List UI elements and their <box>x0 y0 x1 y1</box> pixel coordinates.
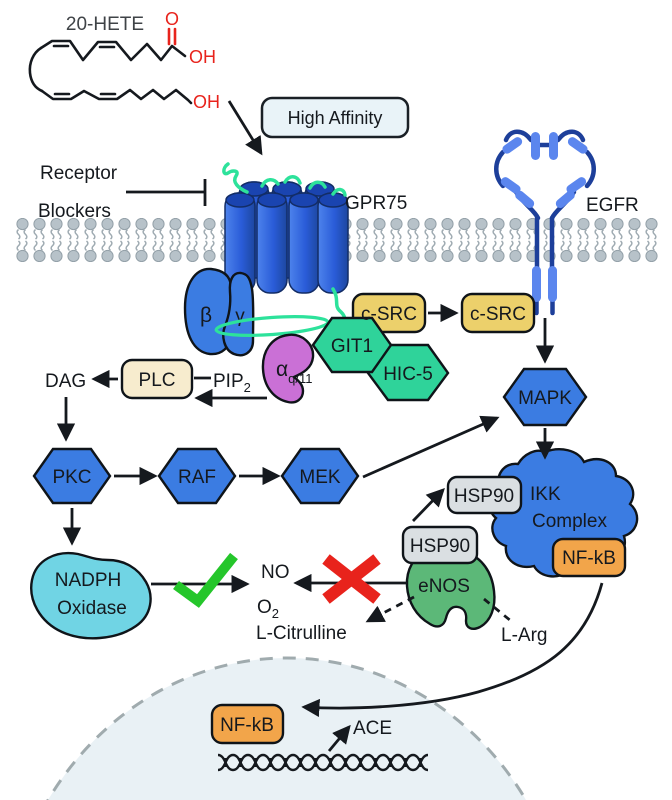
molecule-title: 20-HETE <box>66 14 144 35</box>
no-label: NO <box>261 562 290 583</box>
pkc-label: PKC <box>52 467 91 488</box>
nucleus <box>46 656 528 800</box>
nadph-oxidase-blob <box>30 551 152 640</box>
enos-label: eNOS <box>418 576 470 597</box>
hic5-label: HIC-5 <box>383 364 433 385</box>
ikk-label-line2: Complex <box>532 511 607 532</box>
carboxyl-oh-label: OH <box>189 47 216 67</box>
hydroxyl-oh-label: OH <box>193 92 220 112</box>
mapk-hexagon <box>502 367 588 427</box>
alpha-q11-subunit <box>261 333 315 404</box>
mek-label: MEK <box>299 467 341 488</box>
plc-box <box>120 358 194 400</box>
inhibition-tbar-icon <box>126 179 207 206</box>
arrow-enos-to-lcitrulline <box>365 595 415 623</box>
enos-blob <box>405 546 496 630</box>
receptor-blockers-label-line2: Blockers <box>38 201 111 222</box>
raf-label: RAF <box>178 467 216 488</box>
plc-label: PLC <box>139 370 176 391</box>
arrow-enos-to-hsp90 <box>411 488 445 522</box>
hsp90-lower-box <box>401 525 479 565</box>
ikk-label-line1: IKK <box>530 484 561 505</box>
raf-hexagon <box>157 447 237 505</box>
nfkb-nucleus-label: NF-kB <box>220 715 274 736</box>
pip2-label: PIP2 <box>213 371 251 395</box>
high-affinity-box <box>260 96 410 139</box>
pkc-hexagon <box>32 447 112 505</box>
alpha-q11-label: αq/11 <box>276 358 312 386</box>
beta-label: β <box>200 304 212 327</box>
dag-label: DAG <box>45 371 86 392</box>
nadph-label-line2: Oxidase <box>57 598 127 619</box>
nadph-label-line1: NADPH <box>55 570 122 591</box>
nfkb-nucleus-box <box>210 703 285 745</box>
hsp90-upper-box <box>446 475 523 515</box>
cross-icon <box>322 554 381 604</box>
nfkb-cytoplasm-label: NF-kB <box>562 548 616 569</box>
molecule-structure-icon <box>28 27 193 105</box>
gpr75-tail-icon <box>331 287 347 321</box>
l-citrulline-label: L-Citrulline <box>256 623 347 644</box>
gpr75-receptor-icon <box>224 181 349 294</box>
ace-label: ACE <box>353 718 392 739</box>
l-arg-label: L-Arg <box>501 625 547 646</box>
receptor-blockers-label-line1: Receptor <box>40 163 118 184</box>
git1-label: GIT1 <box>331 336 373 357</box>
high-affinity-label: High Affinity <box>288 108 383 128</box>
arrow-nfkb-to-nucleus <box>301 582 604 718</box>
arrow-mek-to-mapk <box>362 415 500 479</box>
arrows <box>56 100 604 752</box>
line-larg-to-enos <box>483 597 512 623</box>
hsp90-lower-label: HSP90 <box>410 536 470 557</box>
nfkb-cytoplasm-box <box>551 537 627 578</box>
checkmark-icon <box>173 552 238 608</box>
egfr-receptor-icon <box>494 129 596 316</box>
mek-hexagon <box>280 447 360 505</box>
o2-label: O2 <box>257 597 279 621</box>
carbonyl-o-label: O <box>165 9 179 29</box>
hsp90-upper-label: HSP90 <box>454 486 514 507</box>
csrc-left-label: c-SRC <box>361 304 417 325</box>
gpr75-label: GPR75 <box>345 193 407 214</box>
csrc-right-label: c-SRC <box>470 304 526 325</box>
git1-hexagon <box>311 316 393 374</box>
csrc-right-box <box>460 292 536 334</box>
arrow-dna-to-ace <box>327 724 351 752</box>
egfr-label: EGFR <box>586 195 639 216</box>
gpr75-extracellular-loops-icon <box>222 162 347 197</box>
gamma-label: γ <box>235 306 245 327</box>
mapk-label: MAPK <box>518 388 572 409</box>
arrow-20hete-to-gpr75 <box>227 100 263 156</box>
